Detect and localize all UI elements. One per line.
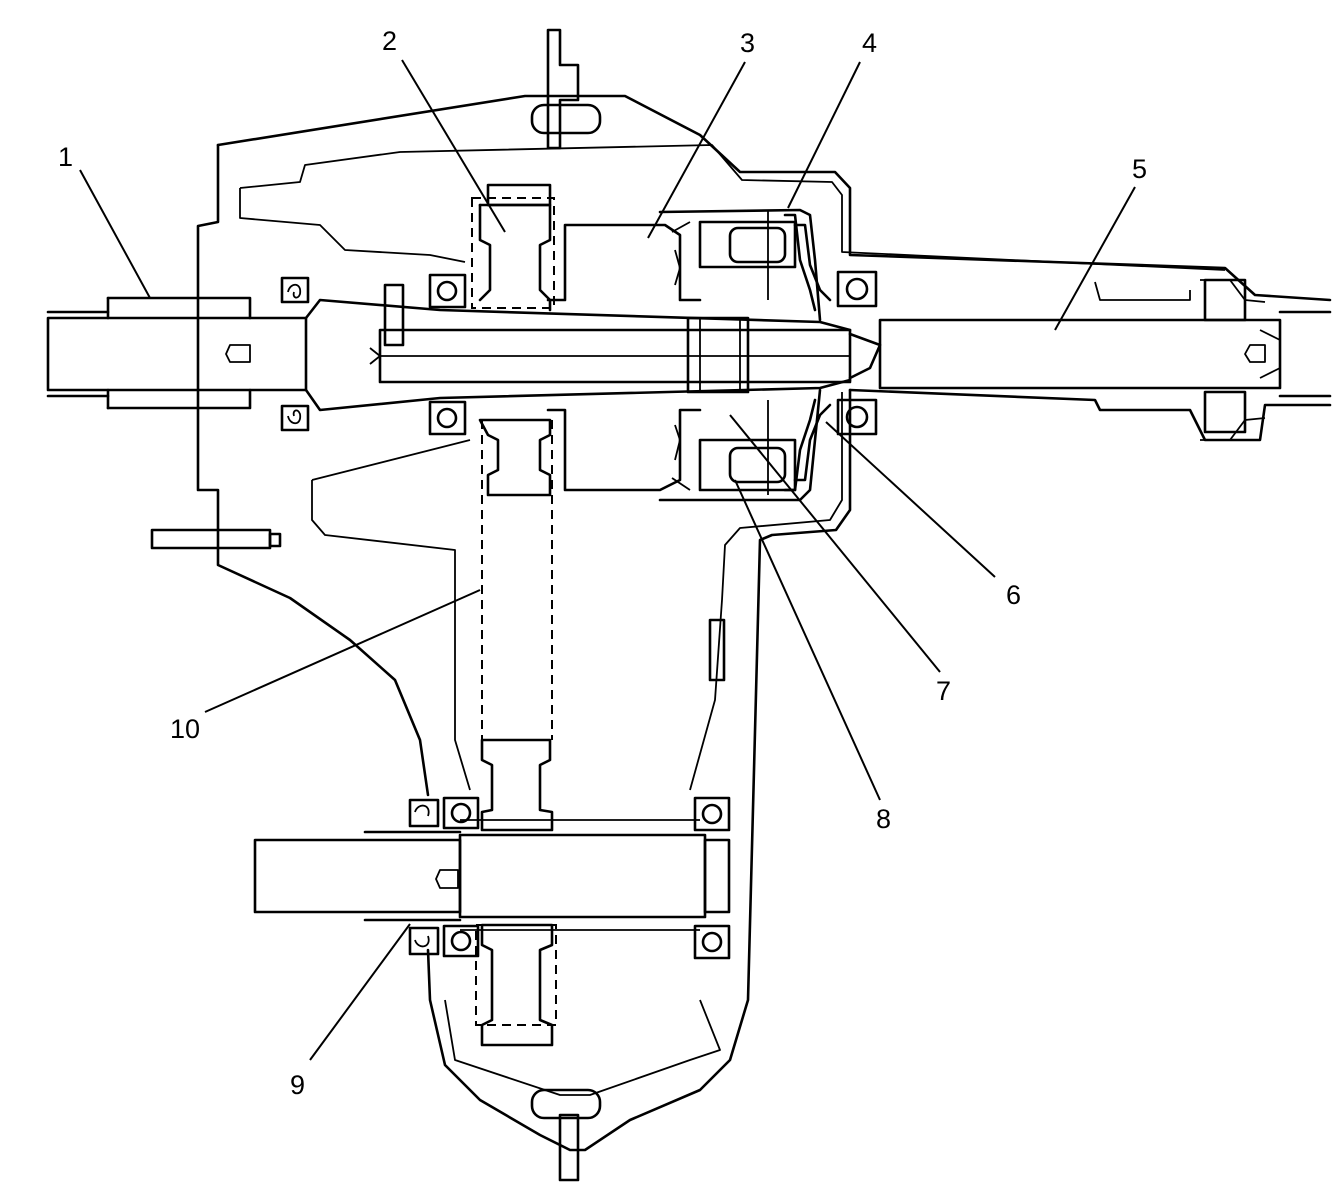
- bearing-front-upper-left: [442, 796, 480, 830]
- drive-sprocket: [471, 183, 555, 497]
- leader-2: [401, 59, 506, 233]
- leader-6: [825, 421, 996, 578]
- leader-4: [787, 61, 861, 209]
- leader-3: [647, 61, 746, 239]
- bearing-output-lower: [836, 398, 878, 436]
- mainshaft: [369, 283, 882, 394]
- leader-7: [729, 414, 941, 673]
- callout-8: 8: [876, 804, 891, 834]
- callout-9: 9: [290, 1070, 305, 1100]
- callout-5: 5: [1132, 154, 1147, 184]
- input-shaft: [46, 296, 852, 412]
- bearing-front-lower-left: [442, 924, 480, 958]
- callout-4: 4: [862, 28, 877, 58]
- leader-lines: [79, 59, 1136, 1061]
- bearing-output-upper: [836, 270, 878, 308]
- leader-1: [79, 169, 151, 299]
- bearing-front-lower-right: [693, 924, 731, 960]
- callout-1: 1: [58, 142, 73, 172]
- driven-sprocket: [475, 738, 557, 1047]
- bearings: [428, 270, 878, 960]
- rear-output-shaft: [878, 310, 1332, 398]
- callout-6: 6: [1006, 580, 1021, 610]
- seals: [280, 276, 1247, 956]
- bearing-input-upper: [428, 273, 467, 309]
- leader-8: [734, 479, 881, 801]
- callout-labels: 1 2 3 4 5 6 7 8 9 10: [58, 26, 1147, 1100]
- bearing-input-lower: [428, 400, 467, 436]
- drive-chain: [481, 420, 553, 740]
- leader-9: [309, 923, 411, 1061]
- front-output-shaft: [253, 819, 731, 931]
- callout-10: 10: [170, 714, 200, 744]
- leader-5: [1054, 186, 1136, 331]
- callout-7: 7: [936, 676, 951, 706]
- callout-3: 3: [740, 28, 755, 58]
- callout-2: 2: [382, 26, 397, 56]
- housing-outline: [150, 28, 1332, 1182]
- leader-10: [204, 589, 481, 713]
- bearing-front-upper-right: [693, 796, 731, 832]
